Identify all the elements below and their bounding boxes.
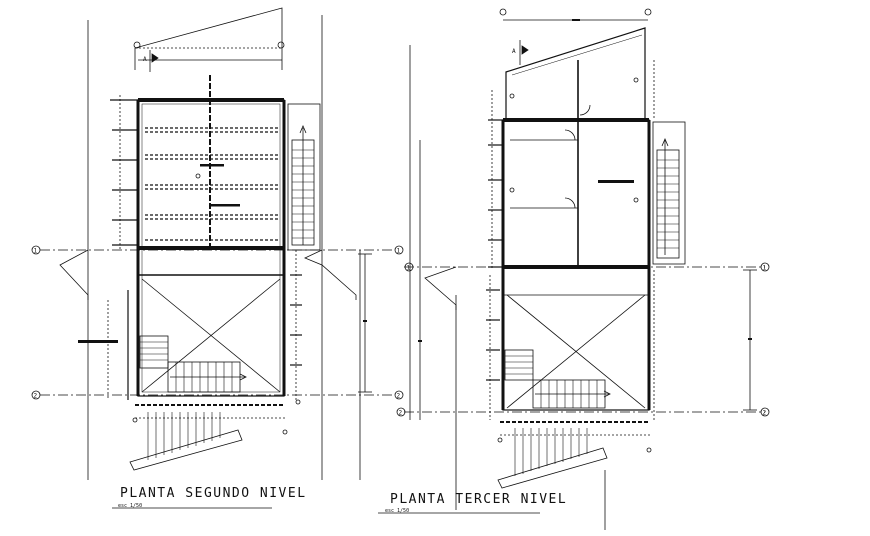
- section-marker-a-right: A: [512, 40, 529, 65]
- stair-right-tercer: [652, 121, 686, 265]
- plan-segundo-nivel: A: [31, 7, 395, 509]
- stair-exterior-right: [497, 428, 608, 489]
- svg-text:1: 1: [397, 248, 401, 255]
- svg-text:A: A: [512, 48, 516, 55]
- svg-text:2: 2: [397, 393, 401, 400]
- svg-text:1: 1: [34, 248, 38, 255]
- svg-text:1: 1: [763, 265, 767, 272]
- svg-text:2: 2: [34, 393, 38, 400]
- stair-exterior-left: [129, 412, 243, 471]
- grid-axis-1-right: 1 1 1: [394, 245, 770, 272]
- section-marker-a: A: [143, 50, 159, 72]
- svg-text:2: 2: [399, 410, 403, 417]
- grid-axis-2-left: 2: [31, 390, 395, 400]
- svg-text:1: 1: [407, 265, 411, 272]
- stair-right-upper: [287, 103, 321, 251]
- stair-interior-left: [139, 335, 247, 393]
- plan-scale-segundo: esc 1/50: [118, 503, 142, 509]
- grid-axis-2-right: 2 2 2: [394, 390, 770, 417]
- grid-axis-1-left: 1: [31, 245, 395, 255]
- svg-text:A: A: [143, 56, 147, 63]
- plan-title-tercer: PLANTA TERCER NIVEL: [390, 492, 567, 507]
- plan-title-segundo: PLANTA SEGUNDO NIVEL: [120, 486, 307, 501]
- plan-tercer-nivel: A: [378, 8, 770, 530]
- svg-text:2: 2: [763, 410, 767, 417]
- plan-scale-tercer: esc 1/50: [385, 508, 409, 514]
- stair-interior-right: [504, 349, 611, 409]
